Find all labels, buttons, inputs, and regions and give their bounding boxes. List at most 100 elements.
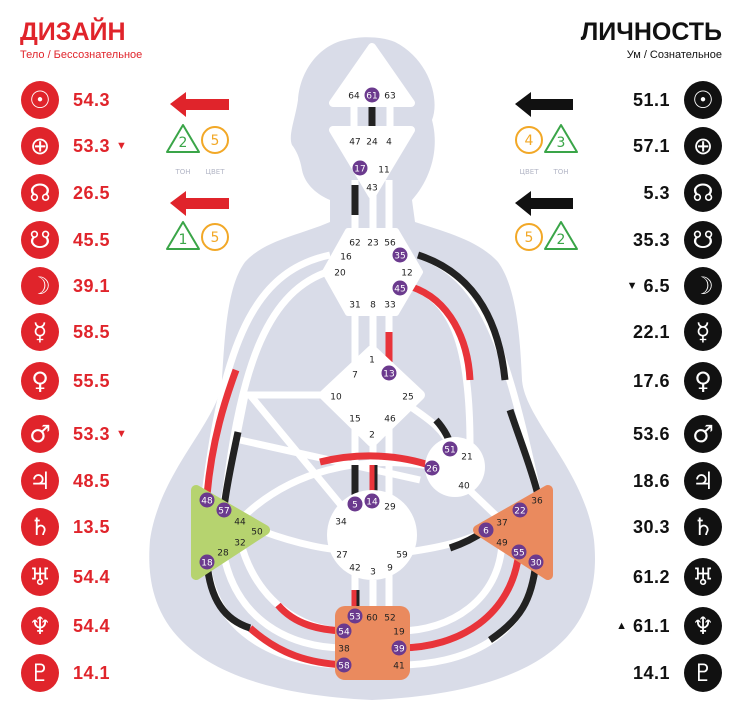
- gate-21[interactable]: 21: [461, 453, 472, 463]
- planet-row-saturn[interactable]: ♄13.5: [21, 508, 122, 546]
- south-node-icon: ☋: [684, 221, 722, 259]
- head-center[interactable]: [329, 43, 415, 107]
- gate-22[interactable]: 22: [514, 507, 525, 517]
- planet-row-neptune[interactable]: ▲61.1♆: [610, 607, 722, 645]
- planet-row-jupiter[interactable]: 18.6♃: [621, 462, 722, 500]
- gate-35[interactable]: 35: [394, 252, 405, 262]
- planet-row-venus[interactable]: 17.6♀: [621, 362, 722, 400]
- gate-40[interactable]: 40: [458, 482, 470, 492]
- sacral-center[interactable]: [327, 490, 417, 580]
- root-center[interactable]: [335, 606, 410, 680]
- gate-19[interactable]: 19: [393, 628, 405, 638]
- gate-64[interactable]: 64: [348, 92, 360, 102]
- gate-33[interactable]: 33: [384, 301, 395, 311]
- gate-57[interactable]: 57: [218, 507, 229, 517]
- planet-row-pluto[interactable]: 14.1♇: [621, 654, 722, 692]
- tone-triangle: [544, 124, 578, 153]
- gate-2[interactable]: 2: [369, 431, 375, 441]
- gate-20[interactable]: 20: [334, 269, 346, 279]
- gate-56[interactable]: 56: [384, 239, 396, 249]
- gate-25[interactable]: 25: [402, 393, 413, 403]
- gate-27[interactable]: 27: [336, 551, 347, 561]
- planet-row-earth[interactable]: 57.1⊕: [621, 127, 722, 165]
- planet-row-south-node[interactable]: 35.3☋: [621, 221, 722, 259]
- gate-34[interactable]: 34: [335, 518, 347, 528]
- gate-55[interactable]: 55: [513, 549, 524, 559]
- gate-39[interactable]: 39: [393, 645, 405, 655]
- gate-active-marker: [336, 623, 352, 639]
- gate-58[interactable]: 58: [338, 662, 350, 672]
- gate-23[interactable]: 23: [367, 239, 378, 249]
- gate-41[interactable]: 41: [393, 662, 404, 672]
- planet-row-uranus[interactable]: 61.2♅: [621, 558, 722, 596]
- gate-43[interactable]: 43: [366, 184, 377, 194]
- planet-row-mars[interactable]: 53.6♂: [621, 415, 722, 453]
- planet-row-sun[interactable]: ☉54.3: [21, 81, 122, 119]
- gate-16[interactable]: 16: [340, 253, 352, 263]
- gate-38[interactable]: 38: [338, 645, 350, 655]
- color-value: 5: [211, 133, 220, 149]
- gate-26[interactable]: 26: [426, 465, 438, 475]
- planet-row-moon[interactable]: ▼6.5☽: [621, 267, 722, 305]
- gate-11[interactable]: 11: [378, 166, 389, 176]
- gate-4[interactable]: 4: [386, 138, 392, 148]
- planet-row-south-node[interactable]: ☋45.5: [21, 221, 122, 259]
- gate-12[interactable]: 12: [401, 269, 412, 279]
- gate-44[interactable]: 44: [234, 518, 246, 528]
- gate-47[interactable]: 47: [349, 138, 360, 148]
- gate-10[interactable]: 10: [330, 393, 342, 403]
- gate-6[interactable]: 6: [483, 527, 489, 537]
- gate-63[interactable]: 63: [384, 92, 395, 102]
- planet-value: 61.2: [632, 566, 670, 587]
- gate-14[interactable]: 14: [366, 498, 378, 508]
- gate-60[interactable]: 60: [366, 614, 378, 624]
- gate-61[interactable]: 61: [366, 92, 377, 102]
- gate-8[interactable]: 8: [370, 301, 376, 311]
- planet-row-jupiter[interactable]: ♃48.5: [21, 462, 122, 500]
- gate-29[interactable]: 29: [384, 503, 396, 513]
- ajna-center[interactable]: [329, 126, 415, 199]
- planet-row-north-node[interactable]: ☊26.5: [21, 174, 122, 212]
- gate-51[interactable]: 51: [444, 446, 455, 456]
- planet-row-mercury[interactable]: 22.1☿: [621, 313, 722, 351]
- gate-24[interactable]: 24: [366, 138, 378, 148]
- gate-37[interactable]: 37: [496, 519, 507, 529]
- gate-49[interactable]: 49: [496, 539, 508, 549]
- planet-row-pluto[interactable]: ♇14.1: [21, 654, 122, 692]
- planet-row-saturn[interactable]: 30.3♄: [621, 508, 722, 546]
- planet-row-mars[interactable]: ♂53.3▼: [21, 415, 133, 453]
- gate-17[interactable]: 17: [354, 165, 365, 175]
- gate-9[interactable]: 9: [387, 564, 393, 574]
- gate-28[interactable]: 28: [217, 549, 229, 559]
- ego-center[interactable]: [425, 437, 485, 497]
- gate-18[interactable]: 18: [201, 559, 213, 569]
- gate-32[interactable]: 32: [234, 539, 245, 549]
- gate-59[interactable]: 59: [396, 551, 408, 561]
- gate-53[interactable]: 53: [349, 613, 360, 623]
- gate-50[interactable]: 50: [251, 528, 263, 538]
- gate-1[interactable]: 1: [369, 356, 375, 366]
- gate-13[interactable]: 13: [383, 370, 394, 380]
- gate-36[interactable]: 36: [531, 497, 543, 507]
- gate-48[interactable]: 48: [201, 497, 213, 507]
- gate-3[interactable]: 3: [370, 568, 376, 578]
- gate-46[interactable]: 46: [384, 415, 396, 425]
- planet-row-north-node[interactable]: 5.3☊: [631, 174, 722, 212]
- planet-row-moon[interactable]: ☽39.1: [21, 267, 122, 305]
- gate-15[interactable]: 15: [349, 415, 360, 425]
- planet-row-earth[interactable]: ⊕53.3▼: [21, 127, 133, 165]
- gate-42[interactable]: 42: [349, 564, 360, 574]
- planet-row-sun[interactable]: 51.1☉: [621, 81, 722, 119]
- gate-62[interactable]: 62: [349, 239, 360, 249]
- gate-30[interactable]: 30: [530, 559, 542, 569]
- gate-7[interactable]: 7: [352, 371, 358, 381]
- planet-row-venus[interactable]: ♀55.5: [21, 362, 122, 400]
- gate-54[interactable]: 54: [338, 628, 350, 638]
- gate-5[interactable]: 5: [352, 501, 358, 511]
- planet-row-neptune[interactable]: ♆54.4: [21, 607, 122, 645]
- gate-45[interactable]: 45: [394, 285, 405, 295]
- gate-31[interactable]: 31: [349, 301, 360, 311]
- gate-52[interactable]: 52: [384, 614, 395, 624]
- planet-row-uranus[interactable]: ♅54.4: [21, 558, 122, 596]
- planet-row-mercury[interactable]: ☿58.5: [21, 313, 122, 351]
